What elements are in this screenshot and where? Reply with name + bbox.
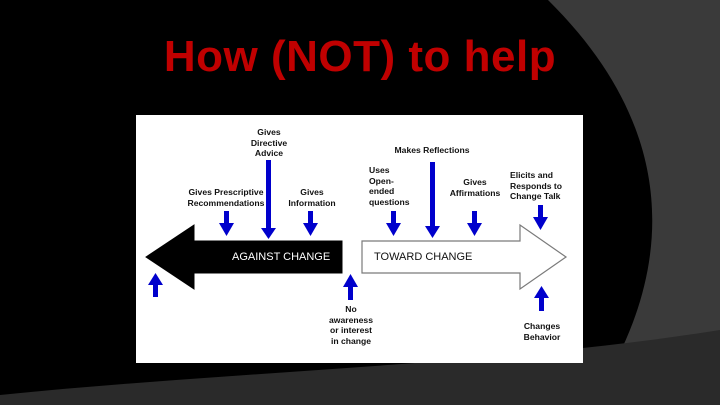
arrow-down-information [303, 211, 318, 236]
against-change-arrow [145, 224, 343, 290]
arrow-down-reflections [425, 162, 440, 238]
arrow-down-open-questions [386, 211, 401, 236]
arrow-up-no-awareness [343, 274, 358, 300]
background-bottom-shape [0, 330, 720, 405]
diagram-graphics [145, 160, 568, 311]
label-changes-behavior: Changes Behavior [523, 321, 561, 342]
background-swoosh-shape [548, 0, 720, 405]
label-elicits-and-responds: Elicits and Responds to Change Talk [510, 170, 563, 201]
label-gives-directive-advice: Gives Directive Advice [250, 127, 288, 158]
arrow-down-prescriptive [219, 211, 234, 236]
slide-title: How (NOT) to help [163, 32, 557, 81]
arrow-down-directive-advice [261, 160, 276, 239]
arrow-down-affirmations [467, 211, 482, 236]
arrow-down-elicits [533, 205, 548, 230]
arrow-up-left [148, 273, 163, 297]
toward-change-arrow [361, 223, 568, 291]
label-no-awareness: No awareness or interest in change [329, 304, 373, 346]
label-makes-reflections: Makes Reflections [394, 145, 470, 155]
against-change-label: AGAINST CHANGE [232, 251, 331, 263]
label-uses-open-ended-questions: Uses Open- ended questions [369, 165, 410, 207]
toward-change-label: TOWARD CHANGE [374, 251, 473, 263]
change-continuum-diagram: AGAINST CHANGE TOWARD CHANGE Gives Direc… [136, 115, 583, 363]
label-gives-prescriptive-recommendations: Gives Prescriptive Recommendations [187, 187, 265, 208]
label-gives-affirmations: Gives Affirmations [449, 177, 501, 198]
arrow-up-changes-behavior [534, 286, 549, 311]
label-gives-information: Gives Information [288, 187, 336, 208]
